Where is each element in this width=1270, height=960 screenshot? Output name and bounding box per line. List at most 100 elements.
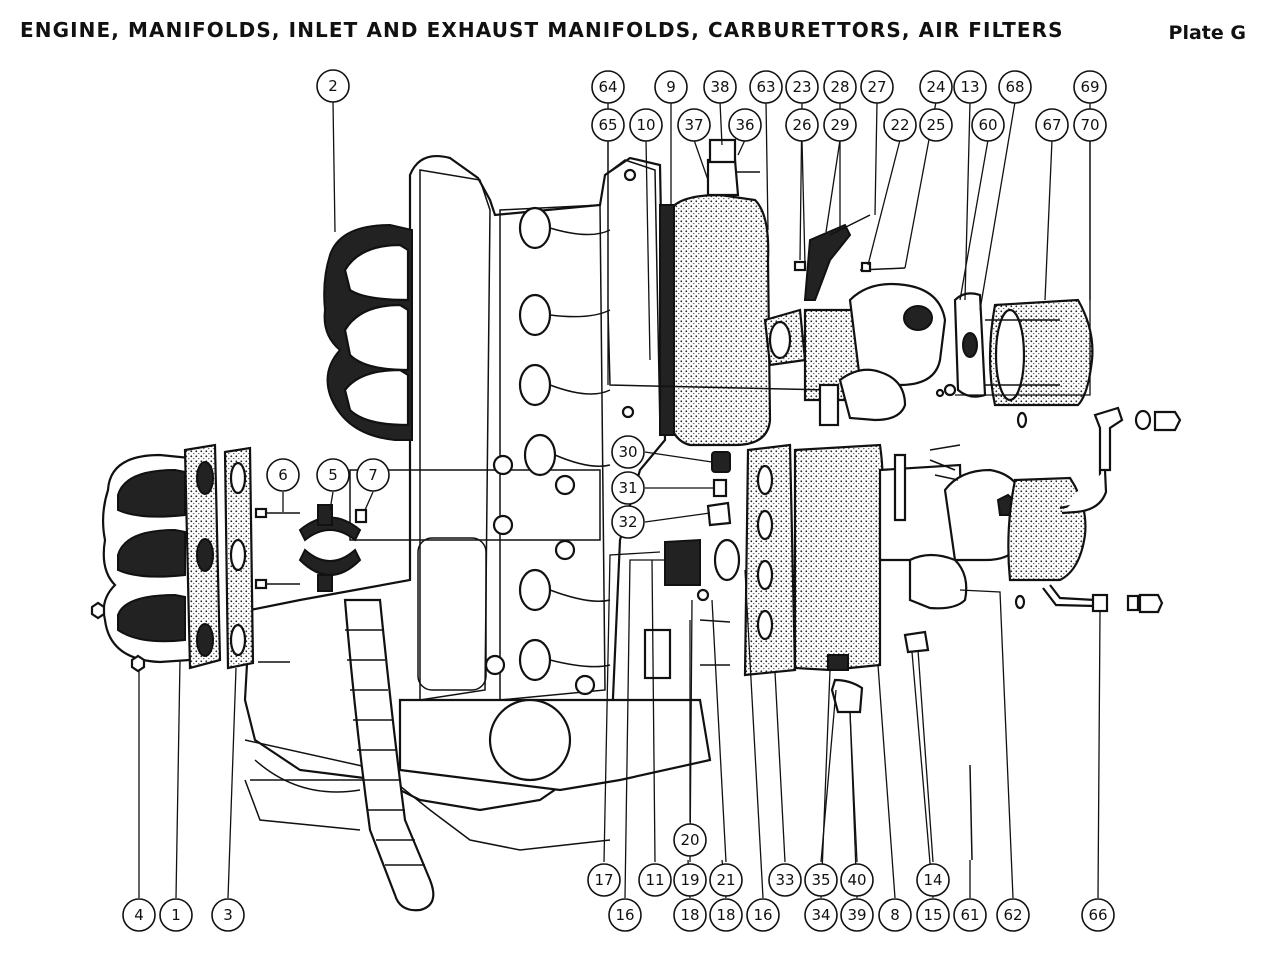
callout-28: 28 bbox=[823, 70, 857, 104]
callout-number: 28 bbox=[830, 78, 849, 96]
callout-number: 67 bbox=[1042, 116, 1061, 134]
callout-number: 33 bbox=[775, 871, 794, 889]
callout-number: 61 bbox=[960, 906, 979, 924]
callout-number: 30 bbox=[618, 443, 637, 461]
callout-number: 21 bbox=[716, 871, 735, 889]
callout-6: 6 bbox=[266, 458, 300, 492]
callout-number: 27 bbox=[867, 78, 886, 96]
callout-number: 39 bbox=[847, 906, 866, 924]
callout-30: 30 bbox=[611, 435, 645, 469]
callout-39: 39 bbox=[840, 898, 874, 932]
plate-number: Plate G bbox=[1168, 22, 1246, 44]
callout-number: 69 bbox=[1080, 78, 1099, 96]
callout-number: 23 bbox=[792, 78, 811, 96]
callout-35: 35 bbox=[804, 863, 838, 897]
callout-19: 19 bbox=[673, 863, 707, 897]
callout-64: 64 bbox=[591, 70, 625, 104]
callout-68: 68 bbox=[998, 70, 1032, 104]
callout-number: 9 bbox=[666, 78, 676, 96]
callout-25: 25 bbox=[919, 108, 953, 142]
callout-number: 18 bbox=[680, 906, 699, 924]
callout-18: 18 bbox=[709, 898, 743, 932]
callout-number: 60 bbox=[978, 116, 997, 134]
callout-10: 10 bbox=[629, 108, 663, 142]
callout-15: 15 bbox=[916, 898, 950, 932]
callout-3: 3 bbox=[211, 898, 245, 932]
callout-number: 64 bbox=[598, 78, 617, 96]
callout-38: 38 bbox=[703, 70, 737, 104]
callout-27: 27 bbox=[860, 70, 894, 104]
callout-number: 25 bbox=[926, 116, 945, 134]
block-studs bbox=[484, 168, 637, 696]
callout-number: 38 bbox=[710, 78, 729, 96]
callout-11: 11 bbox=[638, 863, 672, 897]
carburettor-front bbox=[607, 138, 947, 447]
callout-21: 21 bbox=[709, 863, 743, 897]
callout-number: 37 bbox=[684, 116, 703, 134]
callout-8: 8 bbox=[878, 898, 912, 932]
callout-23: 23 bbox=[785, 70, 819, 104]
callout-24: 24 bbox=[919, 70, 953, 104]
callout-40: 40 bbox=[840, 863, 874, 897]
exhaust-manifold-upper bbox=[323, 223, 413, 441]
air-filter-front bbox=[935, 292, 1094, 429]
callout-number: 62 bbox=[1003, 906, 1022, 924]
callout-number: 16 bbox=[753, 906, 772, 924]
callout-32: 32 bbox=[611, 505, 645, 539]
callout-62: 62 bbox=[996, 898, 1030, 932]
callout-number: 31 bbox=[618, 479, 637, 497]
callout-37: 37 bbox=[677, 108, 711, 142]
spark-plug-tubes bbox=[518, 206, 611, 682]
callout-number: 10 bbox=[636, 116, 655, 134]
callout-69: 69 bbox=[1073, 70, 1107, 104]
callout-20: 20 bbox=[673, 823, 707, 857]
callout-number: 6 bbox=[278, 466, 288, 484]
callout-33: 33 bbox=[768, 863, 802, 897]
callout-61: 61 bbox=[953, 898, 987, 932]
callout-number: 16 bbox=[615, 906, 634, 924]
callout-number: 4 bbox=[134, 906, 144, 924]
callout-number: 32 bbox=[618, 513, 637, 531]
engine-block bbox=[243, 154, 712, 851]
callout-13: 13 bbox=[953, 70, 987, 104]
fuel-pipes bbox=[1042, 469, 1164, 614]
callout-31: 31 bbox=[611, 471, 645, 505]
carburettor-rear bbox=[743, 443, 1087, 714]
callout-60: 60 bbox=[971, 108, 1005, 142]
callout-17: 17 bbox=[587, 863, 621, 897]
callout-number: 34 bbox=[811, 906, 830, 924]
callout-number: 66 bbox=[1088, 906, 1107, 924]
callout-number: 13 bbox=[960, 78, 979, 96]
callout-number: 11 bbox=[645, 871, 664, 889]
callout-number: 36 bbox=[735, 116, 754, 134]
callout-number: 3 bbox=[223, 906, 233, 924]
callout-7: 7 bbox=[356, 458, 390, 492]
callout-number: 5 bbox=[328, 466, 338, 484]
callout-number: 7 bbox=[368, 466, 378, 484]
union-fittings-top bbox=[1093, 406, 1182, 472]
callout-number: 14 bbox=[923, 871, 942, 889]
callout-number: 29 bbox=[830, 116, 849, 134]
callout-number: 22 bbox=[890, 116, 909, 134]
plate-title: ENGINE, MANIFOLDS, INLET AND EXHAUST MAN… bbox=[20, 18, 1064, 42]
callout-number: 26 bbox=[792, 116, 811, 134]
inlet-manifold-lower bbox=[90, 443, 300, 673]
callout-number: 40 bbox=[847, 871, 866, 889]
callout-number: 24 bbox=[926, 78, 945, 96]
callout-70: 70 bbox=[1073, 108, 1107, 142]
callout-36: 36 bbox=[728, 108, 762, 142]
callout-26: 26 bbox=[785, 108, 819, 142]
callout-number: 2 bbox=[328, 77, 338, 95]
callout-14: 14 bbox=[916, 863, 950, 897]
callout-65: 65 bbox=[591, 108, 625, 142]
exhaust-down-pipe bbox=[343, 598, 435, 912]
callout-16: 16 bbox=[746, 898, 780, 932]
small-parts bbox=[643, 451, 973, 861]
leader-lines bbox=[138, 101, 1101, 899]
callout-2: 2 bbox=[316, 69, 350, 103]
callout-number: 20 bbox=[680, 831, 699, 849]
callout-67: 67 bbox=[1035, 108, 1069, 142]
callout-number: 65 bbox=[598, 116, 617, 134]
callout-number: 19 bbox=[680, 871, 699, 889]
